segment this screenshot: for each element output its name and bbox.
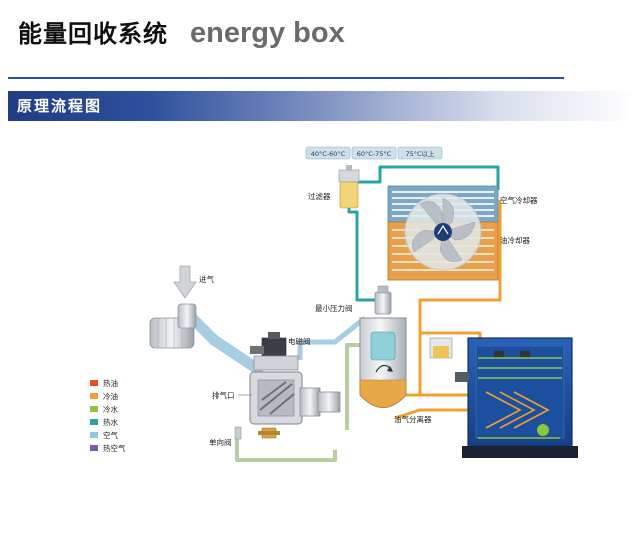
legend-swatch-cold-oil bbox=[90, 393, 98, 399]
compressor bbox=[249, 355, 341, 425]
minimum-pressure-valve bbox=[374, 285, 392, 315]
oil-pipe-1 bbox=[418, 200, 502, 395]
exhaust-port-label: 排气口 bbox=[212, 390, 235, 400]
check-valve bbox=[234, 426, 280, 440]
intake-label: 进气 bbox=[199, 274, 214, 284]
oil-pipe-4 bbox=[394, 408, 470, 420]
air-intake-pipe bbox=[188, 314, 266, 377]
air-cooler-label: 空气冷却器 bbox=[500, 195, 538, 205]
unit-fittings bbox=[455, 351, 530, 382]
solenoid-valve-label: 电磁阀 bbox=[288, 336, 311, 346]
legend-label-hot-water: 热水 bbox=[103, 417, 118, 427]
check-valve-label: 单向阀 bbox=[209, 437, 232, 447]
oil-filter bbox=[429, 337, 453, 359]
oil-cooler-label: 油冷却器 bbox=[500, 235, 530, 245]
oil-gas-separator bbox=[359, 317, 407, 408]
temp-tag-2-label: 60°C-75°C bbox=[357, 150, 392, 158]
intake-filter bbox=[149, 303, 197, 349]
section-title: 原理流程图 bbox=[17, 97, 103, 115]
title-divider bbox=[8, 77, 564, 79]
legend-label-air: 空气 bbox=[103, 430, 118, 440]
filter bbox=[338, 165, 360, 209]
title-cn: 能量回收系统 bbox=[18, 20, 168, 48]
air-pipe-2 bbox=[297, 316, 367, 360]
cold-water-pipe bbox=[235, 430, 337, 462]
temp-tag-2 bbox=[351, 146, 397, 160]
filter-label: 过滤器 bbox=[308, 191, 331, 201]
legend-swatch-hot-oil bbox=[90, 380, 98, 386]
legend-swatch-hot-air bbox=[90, 445, 98, 451]
cold-water-pipe-2 bbox=[345, 343, 365, 430]
legend-swatch-cold-water bbox=[90, 406, 98, 412]
section-banner: 原理流程图 bbox=[8, 91, 636, 121]
temp-tag-3 bbox=[397, 146, 443, 160]
hot-water-pipe-2 bbox=[350, 165, 500, 190]
temp-tag-1 bbox=[305, 146, 351, 160]
oil-gas-separator-label: 油气分离器 bbox=[394, 414, 432, 424]
hot-water-pipe bbox=[347, 197, 377, 302]
legend-label-hot-air: 热空气 bbox=[103, 443, 126, 453]
intake-arrow-icon bbox=[173, 265, 197, 299]
temp-tag-1-label: 40°C-60°C bbox=[311, 150, 346, 158]
legend-label-hot-oil: 热油 bbox=[103, 378, 118, 388]
cooling-fan-icon bbox=[404, 193, 482, 271]
temp-tag-3-label: 75°C以上 bbox=[405, 149, 435, 158]
title-en: energy box bbox=[190, 17, 345, 49]
legend-swatch-hot-water bbox=[90, 419, 98, 425]
legend: 热油 冷油 冷水 热水 空气 热空气 bbox=[90, 378, 126, 453]
solenoid-valve bbox=[250, 332, 287, 357]
page-title: 能量回收系统 energy box bbox=[18, 14, 345, 50]
legend-swatch-air bbox=[90, 432, 98, 438]
min-pressure-valve-label: 最小压力阀 bbox=[315, 303, 353, 313]
legend-label-cold-water: 冷水 bbox=[103, 404, 118, 414]
legend-label-cold-oil: 冷油 bbox=[103, 391, 118, 401]
temperature-tags: 40°C-60°C 60°C-75°C 75°C以上 bbox=[305, 146, 443, 160]
